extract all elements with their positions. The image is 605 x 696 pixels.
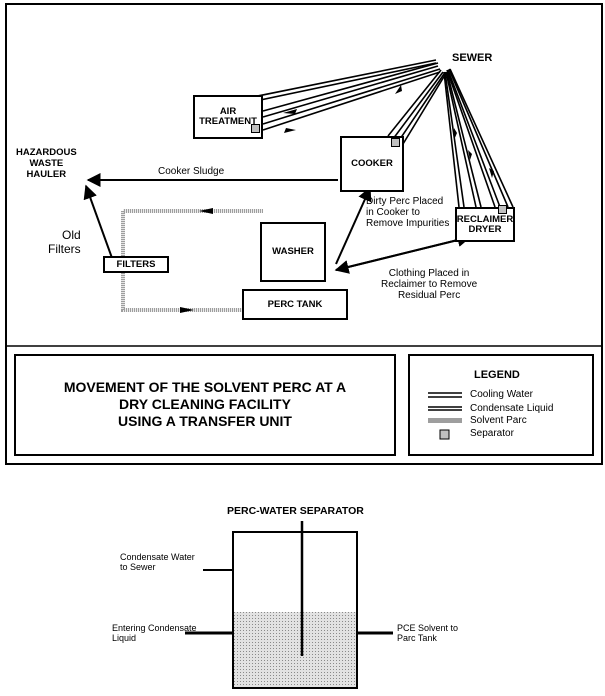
hauler-line-3: HAULER bbox=[26, 169, 67, 180]
hauler-line-2: WASTE bbox=[29, 158, 64, 169]
legend-item-solvent-perc: Solvent Parc bbox=[470, 415, 527, 426]
washer-label: WASHER bbox=[272, 246, 314, 257]
legend-item-separator: Separator bbox=[470, 428, 514, 439]
clothing-line-2: Reclaimer to Remove bbox=[381, 279, 478, 290]
condensate-water-label: Condensate Water to Sewer bbox=[120, 552, 195, 572]
separator-diagram bbox=[185, 521, 393, 689]
sewer-label: SEWER bbox=[452, 52, 493, 64]
air-treatment-separator-icon bbox=[251, 124, 260, 133]
reclaimer-separator-icon bbox=[498, 205, 507, 214]
air-treatment-label-2: TREATMENT bbox=[199, 116, 257, 127]
legend-panel bbox=[408, 354, 594, 456]
title-line-1: MOVEMENT OF THE SOLVENT PERC AT A bbox=[63, 379, 347, 395]
figure-frame bbox=[5, 3, 603, 465]
legend-swatches bbox=[428, 392, 462, 440]
process-arrows bbox=[83, 173, 472, 274]
title-line-2: DRY CLEANING FACILITY bbox=[119, 396, 291, 412]
clothing-line-3: Residual Perc bbox=[397, 290, 461, 301]
separator-tank bbox=[232, 531, 358, 689]
legend-item-condensate-liquid: Condensate Liquid bbox=[470, 403, 554, 414]
hazardous-waste-hauler-label: HAZARDOUS WASTE HAULER bbox=[16, 147, 77, 180]
separator-title: PERC-WATER SEPARATOR bbox=[227, 505, 364, 517]
diagram-title: MOVEMENT OF THE SOLVENT PERC AT A DRY CL… bbox=[16, 379, 394, 430]
legend-swatch-cooling-water bbox=[428, 392, 462, 398]
old-filters-label: Old Filters bbox=[48, 228, 81, 256]
dirty-perc-line-1: Dirty Perc Placed bbox=[366, 196, 444, 207]
pipe-flow-arrows bbox=[283, 85, 494, 178]
legend-swatch-condensate-liquid bbox=[428, 406, 462, 411]
dirty-perc-line-3: Remove Impurities bbox=[366, 218, 450, 229]
filters-label: FILTERS bbox=[116, 258, 156, 270]
old-filters-line-1: Old bbox=[61, 228, 81, 242]
filters-box: FILTERS bbox=[103, 256, 169, 273]
pce-solvent-label: PCE Solvent to Parc Tank bbox=[397, 623, 458, 643]
clothing-label: Clothing Placed in Reclaimer to Remove R… bbox=[381, 268, 477, 301]
legend-swatch-solvent-perc bbox=[428, 418, 462, 423]
perc-tank-box: PERC TANK bbox=[242, 289, 348, 320]
solvent-perc-arrows bbox=[180, 208, 213, 313]
separator-liquid bbox=[233, 612, 357, 688]
legend-swatch-separator bbox=[439, 429, 450, 440]
pipes-to-sewer bbox=[227, 59, 514, 208]
pce-solvent-line-1: PCE Solvent to bbox=[397, 623, 459, 633]
condensate-water-line-1: Condensate Water bbox=[120, 552, 195, 562]
entering-condensate-label: Entering Condensate Liquid bbox=[112, 623, 197, 643]
dirty-perc-line-2: in Cooker to bbox=[366, 207, 420, 218]
cooker-separator-icon bbox=[391, 138, 400, 147]
air-treatment-label-1: AIR bbox=[219, 106, 237, 117]
legend-heading: LEGEND bbox=[474, 369, 520, 381]
clothing-line-1: Clothing Placed in bbox=[388, 268, 470, 279]
cooker-sludge-label: Cooker Sludge bbox=[158, 166, 225, 177]
reclaimer-label-1: RECLAIMER bbox=[456, 213, 514, 225]
entering-condensate-line-2: Liquid bbox=[112, 633, 137, 643]
pce-solvent-line-2: Parc Tank bbox=[397, 633, 437, 643]
entering-condensate-line-1: Entering Condensate bbox=[112, 623, 197, 633]
cooker-label: COOKER bbox=[351, 158, 393, 169]
reclaimer-label-2: DRYER bbox=[468, 223, 502, 235]
washer-box: WASHER bbox=[260, 222, 326, 282]
title-line-3: USING A TRANSFER UNIT bbox=[118, 413, 292, 429]
hauler-line-1: HAZARDOUS bbox=[16, 147, 77, 158]
dirty-perc-label: Dirty Perc Placed in Cooker to Remove Im… bbox=[366, 196, 449, 229]
title-panel bbox=[14, 354, 396, 456]
condensate-water-line-2: to Sewer bbox=[120, 562, 156, 572]
perc-tank-label: PERC TANK bbox=[267, 298, 323, 310]
legend-item-cooling-water: Cooling Water bbox=[470, 389, 533, 400]
old-filters-line-2: Filters bbox=[48, 242, 81, 256]
